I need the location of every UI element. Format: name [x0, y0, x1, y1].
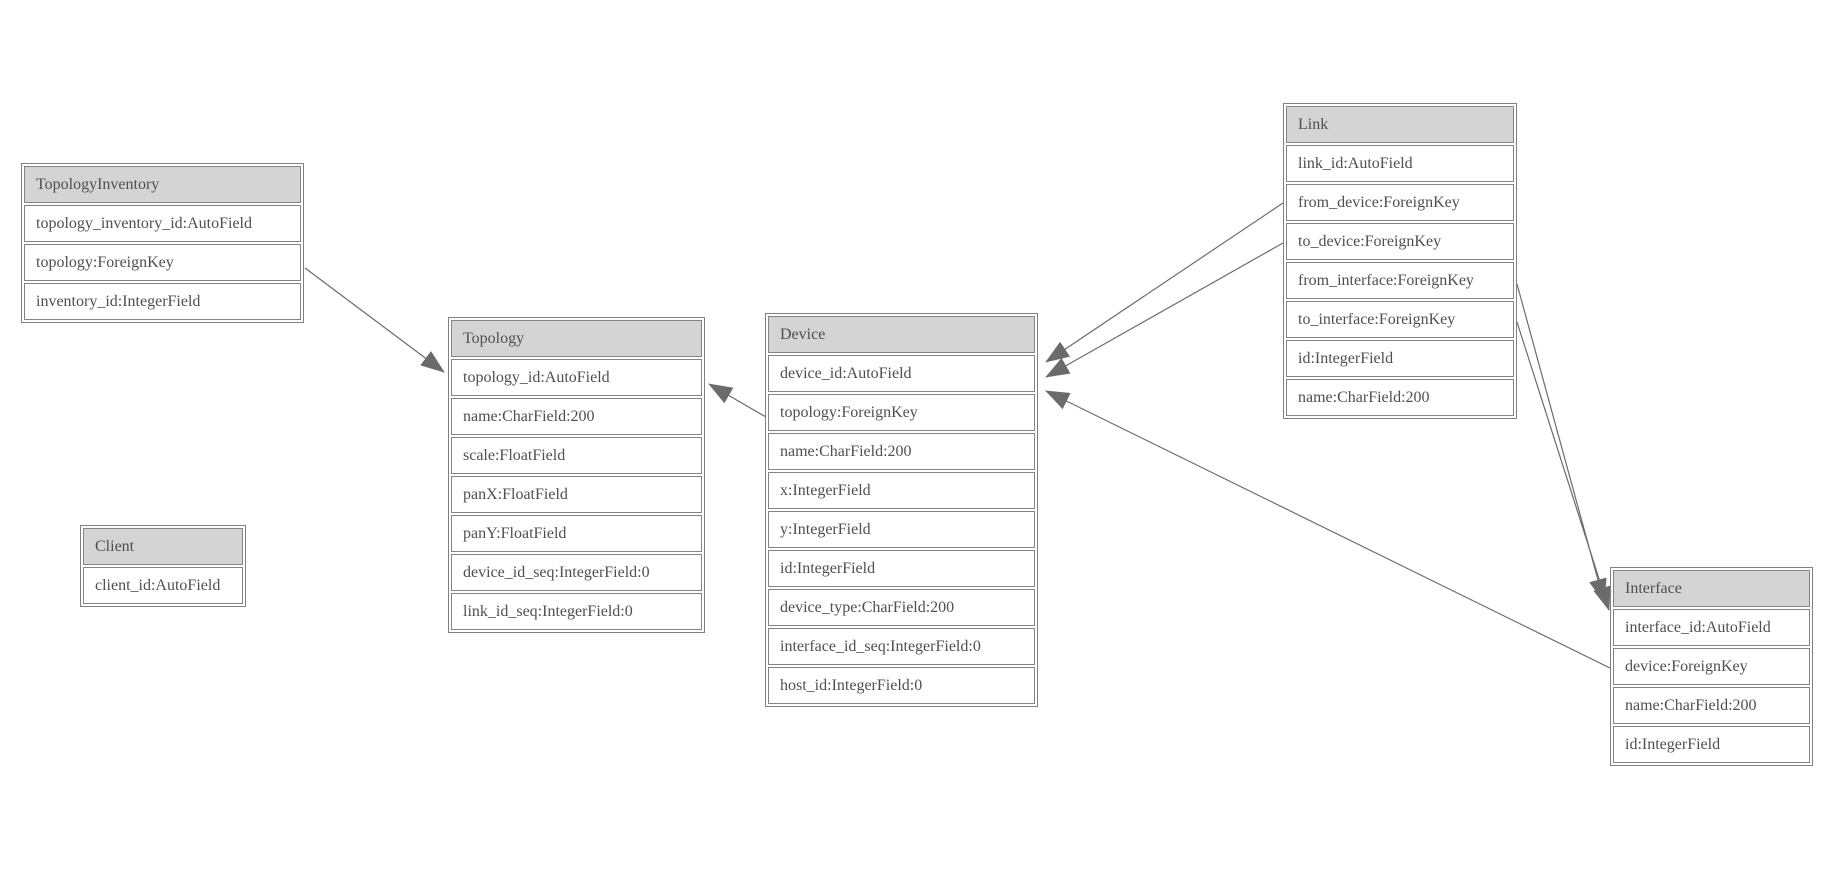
field-row: name:CharField:200: [1286, 379, 1514, 416]
field-row: panY:FloatField: [451, 515, 702, 552]
field-row: topology_id:AutoField: [451, 359, 702, 396]
field-row: y:IntegerField: [768, 511, 1035, 548]
field-row: id:IntegerField: [768, 550, 1035, 587]
arrow-link-tointerface-interface: [1516, 321, 1611, 611]
entity-title: Device: [768, 316, 1035, 353]
field-row: scale:FloatField: [451, 437, 702, 474]
field-row: device:ForeignKey: [1613, 648, 1810, 685]
entity-title: Link: [1286, 106, 1514, 143]
field-row: interface_id:AutoField: [1613, 609, 1810, 646]
field-row: name:CharField:200: [1613, 687, 1810, 724]
field-row: inventory_id:IntegerField: [24, 283, 301, 320]
arrow-interface-device: [1045, 390, 1611, 669]
field-row: name:CharField:200: [768, 433, 1035, 470]
field-row: panX:FloatField: [451, 476, 702, 513]
field-row: to_device:ForeignKey: [1286, 223, 1514, 260]
field-row: device_id_seq:IntegerField:0: [451, 554, 702, 591]
arrow-device-topology: [708, 383, 767, 418]
field-row: topology:ForeignKey: [768, 394, 1035, 431]
field-row: topology:ForeignKey: [24, 244, 301, 281]
field-row: from_interface:ForeignKey: [1286, 262, 1514, 299]
entity-title: TopologyInventory: [24, 166, 301, 203]
field-row: from_device:ForeignKey: [1286, 184, 1514, 221]
field-row: topology_inventory_id:AutoField: [24, 205, 301, 242]
field-row: link_id_seq:IntegerField:0: [451, 593, 702, 630]
field-row: client_id:AutoField: [83, 567, 243, 604]
entity-title: Client: [83, 528, 243, 565]
field-row: id:IntegerField: [1286, 340, 1514, 377]
entity-title: Interface: [1613, 570, 1810, 607]
arrow-link-todevice-device: [1045, 242, 1284, 378]
field-row: id:IntegerField: [1613, 726, 1810, 763]
field-row: host_id:IntegerField:0: [768, 667, 1035, 704]
entity-title: Topology: [451, 320, 702, 357]
field-row: to_interface:ForeignKey: [1286, 301, 1514, 338]
field-row: link_id:AutoField: [1286, 145, 1514, 182]
field-row: interface_id_seq:IntegerField:0: [768, 628, 1035, 665]
arrow-topologyinventory-topology: [304, 267, 445, 373]
arrow-link-fromdevice-device: [1045, 202, 1284, 363]
arrow-link-frominterface-interface: [1516, 283, 1607, 603]
field-row: name:CharField:200: [451, 398, 702, 435]
field-row: x:IntegerField: [768, 472, 1035, 509]
field-row: device_id:AutoField: [768, 355, 1035, 392]
field-row: device_type:CharField:200: [768, 589, 1035, 626]
